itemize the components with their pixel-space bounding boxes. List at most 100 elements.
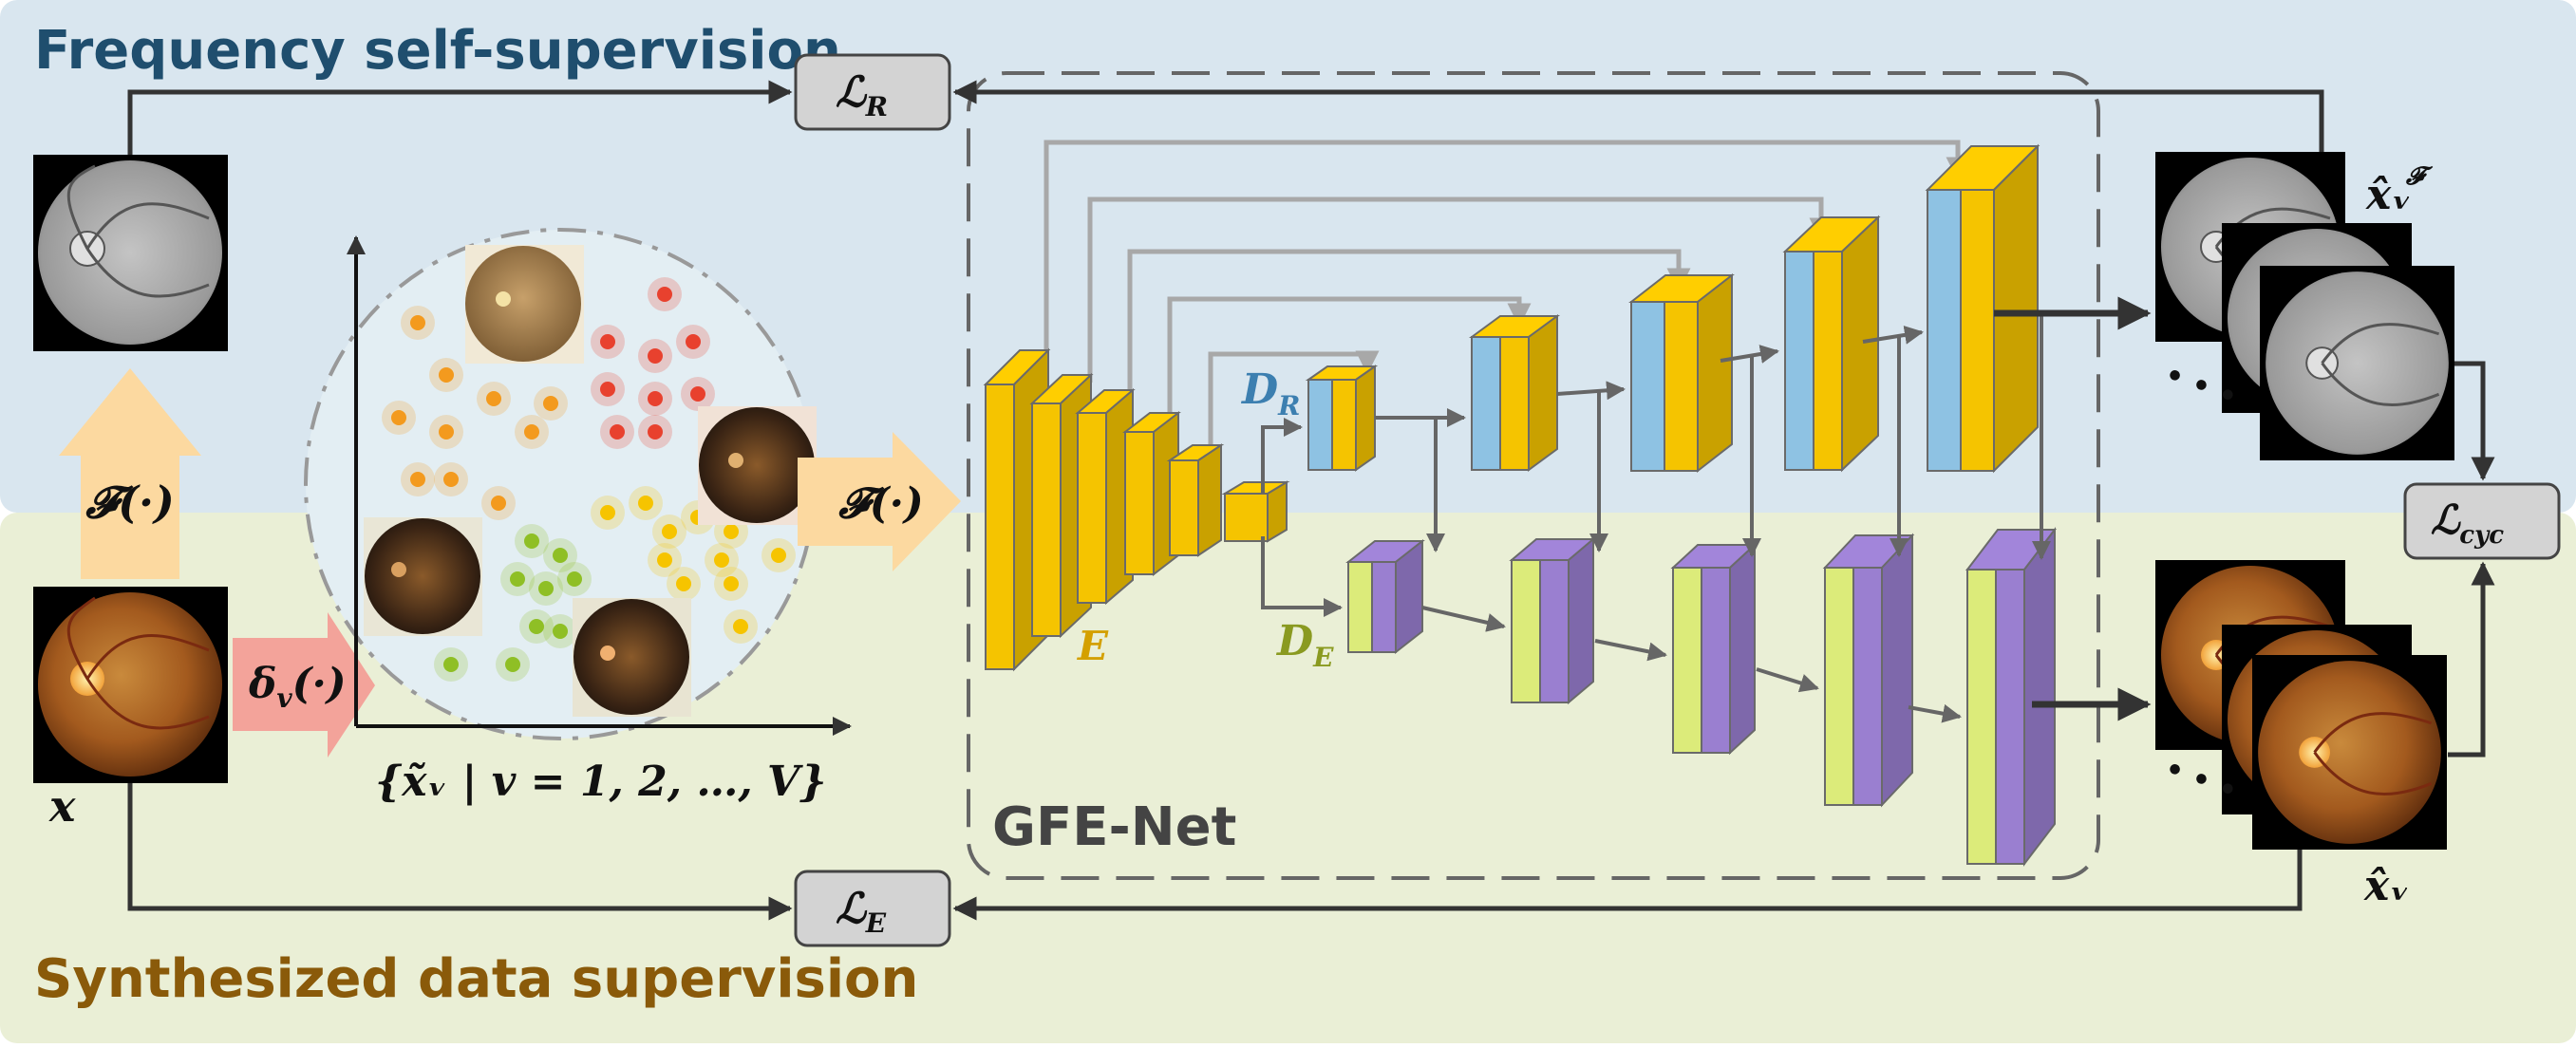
decoder-r-block — [1628, 272, 1735, 474]
decoder-r-block — [1305, 365, 1379, 472]
freq-output-3 — [2260, 266, 2454, 460]
decoder-r-block-face — [1784, 251, 1814, 471]
enh-output-label: x̂ᵥ — [2363, 862, 2410, 910]
network-link — [1556, 381, 1626, 401]
gfe-net-frame — [967, 71, 2100, 880]
sample-point — [524, 533, 539, 549]
sample-point — [600, 334, 615, 349]
gfe-net-label: GFE-Net — [992, 796, 1236, 858]
top-panel-title: Frequency self-supervision — [34, 20, 841, 82]
encoder-block-side — [1197, 443, 1222, 557]
encoder-block-face — [1224, 493, 1269, 542]
sample-point — [600, 382, 615, 397]
sample-point — [638, 496, 653, 511]
frequency-output-stack — [2155, 152, 2454, 460]
network-link — [1862, 325, 1924, 345]
loss-enhance-box: ℒE — [794, 870, 951, 947]
decoder-e-block-side — [2023, 527, 2056, 867]
freq-output-3-eye — [2266, 271, 2449, 455]
sample-point — [714, 552, 729, 568]
encoder-block-face — [1124, 431, 1155, 575]
encoder-block — [1166, 443, 1225, 557]
input-x-label: x — [48, 780, 76, 832]
freq-output-3-vessels — [2321, 323, 2440, 407]
network-link — [1421, 606, 1506, 632]
loss-recon-box: ℒR — [794, 53, 951, 131]
decoder-e-block-face — [1995, 569, 2025, 865]
sample-point — [724, 524, 739, 539]
sample-point — [553, 624, 568, 639]
thumb-dark-right — [698, 406, 817, 525]
decoder-e-block — [1670, 542, 1758, 756]
decoder-e-block-face — [1511, 559, 1541, 703]
decoder-r-block-side — [1993, 143, 2039, 474]
decoder-r-block-face — [1307, 379, 1333, 471]
encoder-block — [1221, 480, 1290, 543]
sample-point — [538, 581, 554, 596]
decoder-r-block-face — [1960, 189, 1995, 472]
fourier-arrow-right: 𝓕(·) — [798, 432, 961, 571]
bottom-panel-title: Synthesized data supervision — [34, 948, 918, 1010]
decoder-e-block — [1822, 533, 1915, 808]
fourier-arrow-up: 𝓕(·) — [59, 368, 201, 579]
decoder-e-block-side — [1395, 538, 1423, 655]
network-link — [1720, 345, 1779, 364]
skip-connection — [1167, 296, 1532, 413]
decoder-e-block-face — [1852, 567, 1883, 806]
decoder-r-block — [1468, 314, 1561, 472]
network-link — [1261, 418, 1303, 494]
decoder-e-label: DE — [1275, 617, 1334, 673]
thumb-bottom — [573, 598, 691, 717]
input-image-x — [33, 587, 228, 783]
network-link — [1908, 703, 1962, 723]
svg-text:ℒR: ℒR — [836, 68, 888, 122]
degrade-arrow-label: δv(·) — [248, 660, 347, 714]
encoder-block-side — [1267, 480, 1288, 543]
encoder-block-face — [985, 384, 1015, 670]
skip-connection — [1127, 249, 1691, 394]
decoder-r-block-face — [1664, 301, 1699, 472]
sample-point — [491, 496, 506, 511]
sample-point — [733, 619, 748, 634]
svg-text:ℒcyc: ℒcyc — [2431, 496, 2504, 550]
svg-text:ℒE: ℒE — [836, 885, 887, 939]
enh-output-3-vessels — [2313, 712, 2433, 796]
skip-connection — [1208, 350, 1380, 444]
sample-point — [443, 472, 459, 487]
decoder-e-block-side — [1881, 533, 1913, 808]
encoder-block-face — [1169, 459, 1199, 556]
decoder-r-block — [1925, 143, 2040, 474]
decoder-r-block-side — [1355, 365, 1376, 472]
synthesized-set-label: {x̃ᵥ | v = 1, 2, …, V} — [375, 758, 826, 806]
sample-point — [486, 391, 501, 406]
sample-point — [567, 571, 582, 587]
decoder-r-block-face — [1630, 301, 1665, 472]
sample-point — [610, 424, 625, 440]
thumb-dark-left — [364, 517, 482, 636]
decoder-e-block-face — [1347, 561, 1373, 653]
sample-point — [505, 657, 520, 672]
encoder-block-face — [1077, 412, 1107, 604]
loss-cycle-box: ℒcyc — [2403, 482, 2561, 560]
enh-output-3-eye — [2258, 661, 2441, 844]
sample-point — [410, 472, 425, 487]
encoder-label: E — [1077, 623, 1109, 669]
decoder-e-block-face — [1701, 567, 1731, 754]
sample-point — [439, 424, 454, 440]
sample-point — [648, 424, 663, 440]
enhanced-output-stack — [2155, 560, 2447, 850]
sample-point — [410, 315, 425, 330]
sample-point — [553, 548, 568, 563]
fourier-arrow-right-label: 𝓕(·) — [837, 479, 923, 528]
network-link — [1594, 639, 1667, 662]
synthesized-distribution — [304, 228, 852, 740]
decoder-r-block-face — [1927, 189, 1962, 472]
decoder-e-block-face — [1371, 561, 1397, 653]
sample-point — [543, 396, 558, 411]
decoder-e-block-face — [1672, 567, 1702, 754]
decoder-e-block — [1965, 527, 2058, 867]
decoder-r-block-face — [1471, 336, 1501, 471]
loss-connections — [127, 80, 2495, 921]
